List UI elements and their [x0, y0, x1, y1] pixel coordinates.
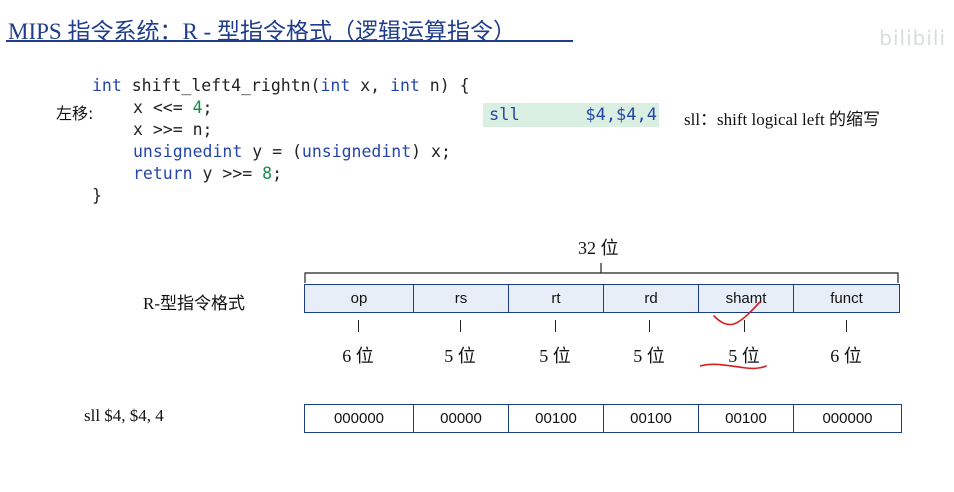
asm-opcode: sll: [489, 105, 520, 125]
bits-rt: 00100: [509, 405, 604, 432]
code-line-4: unsignedint y = (unsignedint) x;: [133, 141, 451, 163]
left-shift-label: 左移:: [56, 104, 94, 123]
width-rt: 5 位: [508, 320, 602, 370]
code-keyword: return: [133, 164, 193, 183]
title-underline: [6, 40, 573, 42]
r-format-label: R-型指令格式: [143, 294, 245, 313]
width-tick: [555, 320, 556, 332]
field-rd: rd: [604, 285, 699, 312]
width-text: 5 位: [539, 346, 571, 366]
code-text: y = (: [242, 142, 302, 161]
width-text: 5 位: [633, 346, 665, 366]
width-tick: [846, 320, 847, 332]
example-label: sll $4, $4, 4: [84, 406, 164, 425]
bits-brace: [304, 263, 899, 283]
asm-operands: $4,$4,4: [585, 105, 657, 125]
code-text: ;: [272, 164, 283, 183]
code-keyword: int: [92, 76, 122, 95]
pen-checkmark: [713, 301, 761, 326]
code-keyword: int: [320, 76, 351, 95]
code-line-1: int shift_left4_rightn(int x, int n) {: [92, 75, 470, 97]
width-rd: 5 位: [602, 320, 696, 370]
width-tick: [744, 320, 745, 332]
r-format-fields: op rs rt rd shamt funct: [304, 284, 900, 313]
code-text: shift_left4_rightn(: [121, 76, 321, 95]
field-shamt: shamt: [699, 285, 794, 312]
code-text: x,: [350, 76, 391, 95]
code-text: n) {: [419, 76, 470, 95]
bits-rs: 00000: [414, 405, 509, 432]
width-tick: [649, 320, 650, 332]
field-op: op: [305, 285, 414, 312]
code-line-3: x >>= n;: [133, 120, 213, 139]
field-widths: 6 位 5 位 5 位 5 位 5 位 6 位: [304, 320, 900, 370]
width-rs: 5 位: [413, 320, 507, 370]
width-text: 5 位: [728, 346, 760, 366]
pen-underline: [700, 363, 767, 370]
total-bits-label: 32 位: [578, 238, 619, 258]
code-text: ) x;: [411, 142, 451, 161]
code-line-5: return y >>= 8;: [133, 163, 282, 185]
code-number: 8: [262, 164, 273, 183]
width-op: 6 位: [304, 320, 412, 370]
pen-annotations: [700, 301, 767, 370]
example-encoding: 000000 00000 00100 00100 00100 000000: [304, 404, 902, 433]
code-text: y >>=: [192, 164, 263, 183]
bits-rd: 00100: [604, 405, 699, 432]
bits-shamt: 00100: [699, 405, 794, 432]
width-text: 6 位: [830, 346, 862, 366]
width-shamt: 5 位: [697, 320, 791, 370]
width-text: 6 位: [342, 346, 374, 366]
code-line-2: x <<= 4;: [133, 97, 212, 119]
code-keyword: unsignedint: [301, 142, 412, 161]
slide-title: MIPS 指令系统：R - 型指令格式（逻辑运算指令）: [8, 19, 516, 44]
code-number: 4: [192, 98, 203, 117]
field-rt: rt: [509, 285, 604, 312]
bits-funct: 000000: [822, 410, 873, 427]
width-text: 5 位: [444, 346, 476, 366]
width-tick: [460, 320, 461, 332]
watermark-logo: bilibili: [879, 26, 946, 50]
asm-instruction: sll $4,$4,4: [483, 103, 659, 127]
field-rs: rs: [414, 285, 509, 312]
code-text: x <<=: [133, 98, 193, 117]
asm-note: sll：shift logical left 的缩写: [684, 110, 880, 129]
bits-op: 000000: [305, 405, 414, 432]
code-text: ;: [202, 98, 213, 117]
code-keyword: int: [390, 76, 420, 95]
width-funct: 6 位: [792, 320, 900, 370]
field-funct: funct: [830, 290, 863, 307]
code-keyword: unsignedint: [133, 142, 243, 161]
code-line-6: }: [92, 186, 102, 205]
width-tick: [358, 320, 359, 332]
